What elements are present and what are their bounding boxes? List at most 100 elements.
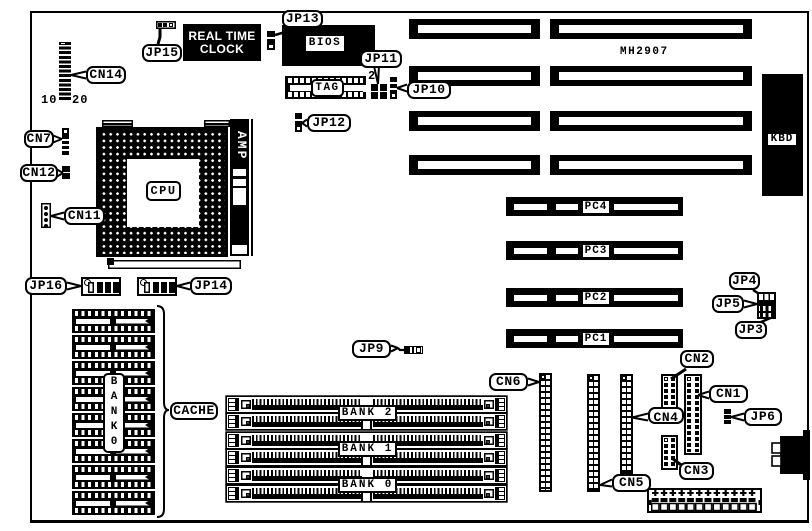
pin-column bbox=[541, 375, 545, 490]
pin-separator bbox=[390, 82, 397, 84]
jp14-pointer bbox=[176, 281, 191, 291]
chip-pin-row bbox=[75, 493, 152, 498]
jp16-jumper-block bbox=[81, 277, 121, 296]
isa-slot-segment bbox=[409, 155, 540, 175]
chip-pin-row bbox=[75, 326, 152, 331]
jp10-pointer bbox=[396, 83, 408, 93]
simm-contact-comb bbox=[373, 416, 483, 427]
pin-column bbox=[671, 377, 675, 406]
jp16-pointer bbox=[66, 281, 82, 291]
cn14-pin10-label: 10 bbox=[41, 93, 58, 107]
pin-separator bbox=[724, 418, 731, 420]
simm-contact-comb bbox=[373, 399, 483, 410]
slot-window bbox=[614, 248, 678, 254]
component-detail bbox=[43, 217, 49, 222]
slot-window bbox=[614, 336, 678, 342]
cn14-pin1-marker bbox=[61, 42, 65, 45]
pin-separator bbox=[267, 37, 275, 39]
slot-window bbox=[559, 25, 743, 33]
pc1-label: PC1 bbox=[581, 331, 611, 347]
chip-body bbox=[76, 448, 110, 454]
callout-jp6: JP6 bbox=[744, 408, 782, 426]
cn7-pointer bbox=[52, 134, 63, 144]
cpu-label: CPU bbox=[146, 181, 181, 201]
simm-latch bbox=[241, 400, 251, 409]
slot-window bbox=[514, 295, 547, 301]
kbd-connector: KBD bbox=[762, 74, 803, 196]
kbd-label: KBD bbox=[767, 133, 797, 146]
jp11-jumper bbox=[371, 84, 387, 99]
pin-column bbox=[622, 376, 626, 472]
pin-column-divider bbox=[625, 374, 628, 474]
chip-body bbox=[76, 318, 110, 324]
jp15-pointer bbox=[156, 29, 162, 45]
cn1-pointer bbox=[697, 390, 710, 400]
simm-slot bbox=[227, 397, 506, 412]
slot-window bbox=[514, 204, 547, 210]
jp12-jumper bbox=[295, 113, 302, 132]
jp13-pointer bbox=[274, 27, 291, 37]
bottom-pin-connector bbox=[647, 488, 762, 513]
simm-contact-comb bbox=[252, 452, 362, 463]
simm-latch bbox=[484, 417, 494, 426]
chip-body bbox=[116, 422, 149, 428]
callout-cn2: CN2 bbox=[680, 350, 714, 368]
bios-chip: BIOS bbox=[282, 25, 375, 66]
callout-cn5: CN5 bbox=[612, 474, 651, 492]
pin-column bbox=[695, 377, 699, 452]
cn14-pointer bbox=[70, 70, 87, 80]
callout-jp3: JP3 bbox=[735, 321, 767, 339]
simm-latch bbox=[484, 436, 494, 445]
slot-window bbox=[559, 117, 743, 125]
callout-jp5: JP5 bbox=[712, 295, 744, 313]
simm-latch bbox=[484, 453, 494, 462]
pin1-marker bbox=[541, 375, 545, 379]
simm-end-bar bbox=[236, 487, 239, 500]
component-detail bbox=[371, 90, 387, 93]
slot-window bbox=[418, 161, 531, 169]
simm-end-cells bbox=[228, 398, 236, 411]
slot-window bbox=[418, 72, 531, 80]
simm-latch bbox=[241, 489, 251, 498]
pin-column bbox=[589, 376, 593, 490]
simm-contact-comb bbox=[373, 435, 483, 446]
slot-window bbox=[418, 25, 531, 33]
component-detail bbox=[420, 347, 422, 353]
callout-jp12: JP12 bbox=[307, 114, 351, 132]
simm-contact-comb bbox=[252, 488, 362, 499]
slot-window bbox=[418, 117, 531, 125]
simm-contact-comb bbox=[373, 470, 483, 481]
bank1-label: BANK 1 bbox=[338, 441, 397, 457]
slot-window bbox=[556, 248, 578, 254]
component-detail bbox=[417, 348, 420, 352]
diagram-shape bbox=[771, 442, 782, 454]
component-detail bbox=[63, 129, 68, 134]
simm-contact-comb bbox=[252, 435, 362, 446]
component-detail bbox=[112, 282, 119, 293]
diagram-shape bbox=[771, 455, 782, 467]
chip-body bbox=[76, 422, 110, 428]
jp6-pointer bbox=[730, 412, 745, 422]
component-detail bbox=[96, 282, 103, 293]
chip-body bbox=[76, 344, 110, 350]
pin-separator bbox=[724, 413, 731, 415]
component-detail bbox=[43, 223, 49, 228]
cn14-connector bbox=[59, 42, 71, 102]
simm-end-bar bbox=[236, 451, 239, 464]
cn4-pointer bbox=[631, 412, 649, 422]
pc2-label: PC2 bbox=[581, 290, 611, 306]
bank1-key-tab bbox=[361, 456, 372, 465]
jp14-jumper-block bbox=[137, 277, 177, 296]
callout-jp9: JP9 bbox=[352, 340, 391, 358]
chip-body bbox=[76, 474, 110, 480]
chip-body bbox=[116, 448, 149, 454]
diagram-shape bbox=[803, 430, 810, 480]
simm-end-bar bbox=[236, 398, 239, 411]
simm-end-bar bbox=[495, 434, 498, 447]
slot-window bbox=[614, 295, 678, 301]
cpu-socket-tab bbox=[204, 120, 230, 127]
amp-edge-line bbox=[251, 119, 253, 256]
cache-chip bbox=[72, 491, 155, 515]
isa-slot-segment bbox=[550, 19, 752, 39]
simm-end-cells bbox=[498, 487, 505, 500]
